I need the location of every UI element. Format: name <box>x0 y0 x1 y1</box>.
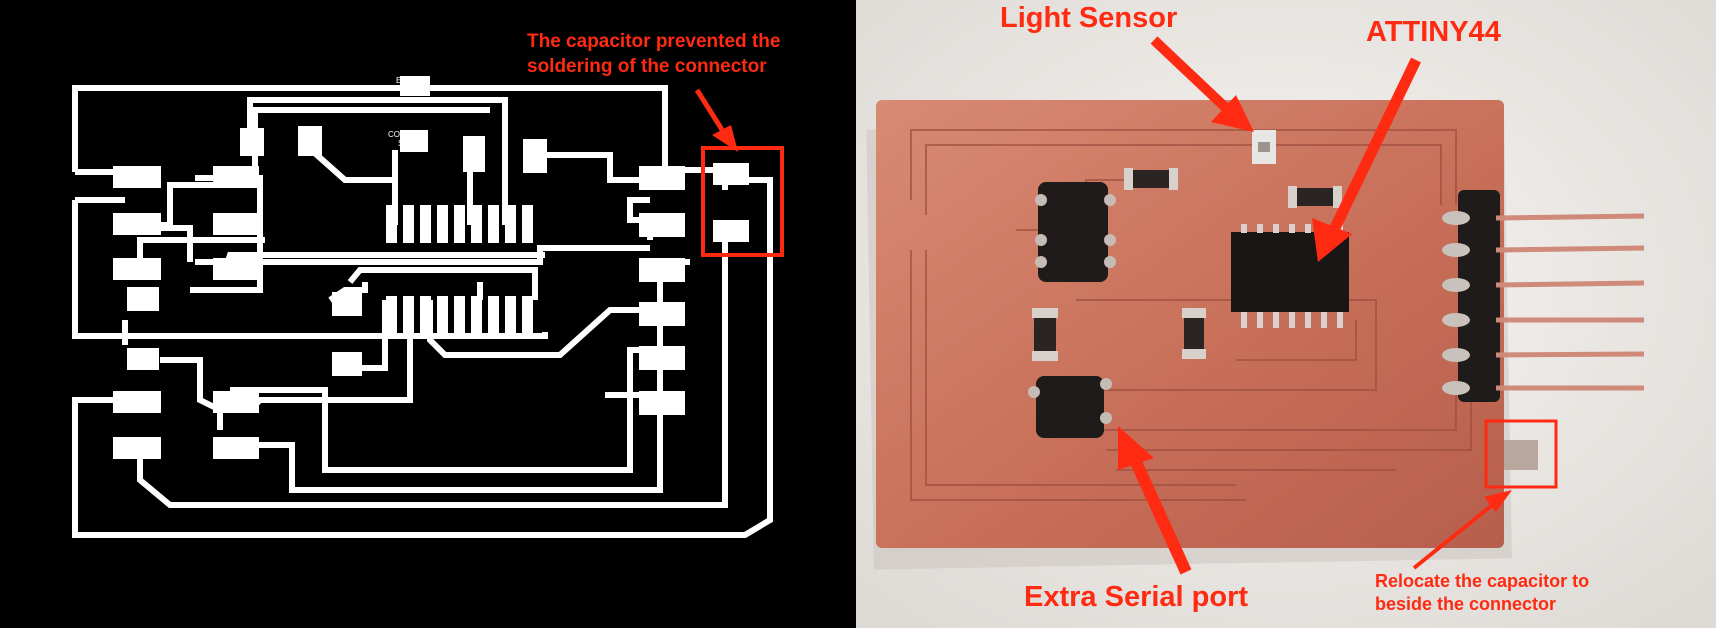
arrow-icon <box>694 88 738 152</box>
capacitor-annotation-line-2: soldering of the connector <box>527 56 767 77</box>
silkscreen-label-top: E R <box>396 76 410 85</box>
silkscreen-label-mid: CO <box>388 130 400 139</box>
light-sensor-label: Light Sensor <box>1000 2 1178 34</box>
pcb-layout-panel: E R CO S The capacitor prevented the sol… <box>0 0 856 628</box>
pcb-trace-drawing <box>72 76 784 538</box>
relocate-capacitor-label: Relocate the capacitor to beside the con… <box>1375 570 1589 616</box>
capacitor-annotation: The capacitor prevented the soldering of… <box>527 29 780 79</box>
extra-serial-port-label: Extra Serial port <box>1024 581 1249 613</box>
attiny44-label: ATTINY44 <box>1366 16 1501 48</box>
relocate-capacitor-line-1: Relocate the capacitor to <box>1375 571 1590 591</box>
capacitor-annotation-line-1: The capacitor prevented the <box>527 31 781 52</box>
highlight-box-icon <box>1484 419 1558 489</box>
board-photo-panel: Light Sensor ATTINY44 Extra Serial port … <box>856 0 1716 628</box>
arrow-icon <box>1118 36 1512 575</box>
silkscreen-label-mid-2: S <box>398 139 404 148</box>
board-photo <box>856 0 1716 628</box>
highlight-box-icon <box>701 146 784 257</box>
relocate-capacitor-line-2: beside the connector <box>1375 594 1557 614</box>
